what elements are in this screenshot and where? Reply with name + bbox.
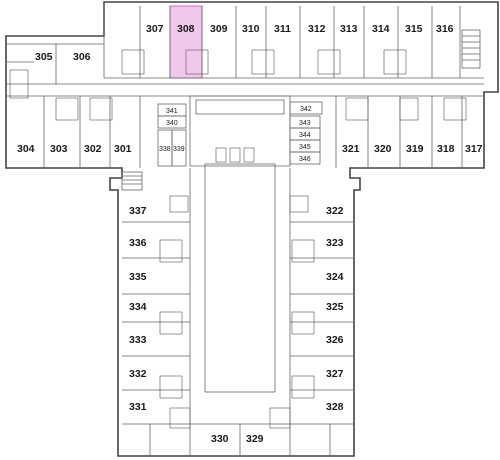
room-label-314[interactable]: 314 [372, 23, 390, 35]
room-label-312[interactable]: 312 [308, 23, 326, 35]
room-label-321[interactable]: 321 [342, 143, 360, 155]
room-label-339[interactable]: 339 [173, 146, 185, 153]
room-label-302[interactable]: 302 [84, 143, 102, 155]
room-label-336[interactable]: 336 [129, 237, 147, 249]
room-label-311[interactable]: 311 [274, 23, 291, 35]
small-room-labels: 341 340 338 339 342 343 344 345 346 [159, 106, 312, 163]
room-label-318[interactable]: 318 [437, 143, 455, 155]
room-label-329[interactable]: 329 [246, 433, 264, 445]
room-label-324[interactable]: 324 [326, 271, 344, 283]
room-label-327[interactable]: 327 [326, 368, 344, 380]
north-lower-walls [43, 96, 463, 168]
central-atrium [189, 95, 291, 393]
room-label-344[interactable]: 344 [299, 132, 311, 139]
room-label-330[interactable]: 330 [211, 433, 229, 445]
room-label-331[interactable]: 331 [129, 401, 147, 413]
room-label-332[interactable]: 332 [129, 368, 147, 380]
room-label-335[interactable]: 335 [129, 271, 147, 283]
room-label-309[interactable]: 309 [210, 23, 228, 35]
room-label-342[interactable]: 342 [300, 106, 312, 113]
room-label-307[interactable]: 307 [146, 23, 164, 35]
south-wing-walls [121, 168, 354, 456]
room-label-325[interactable]: 325 [326, 301, 344, 313]
room-label-313[interactable]: 313 [340, 23, 358, 35]
room-label-316[interactable]: 316 [436, 23, 454, 35]
room-label-341[interactable]: 341 [166, 108, 178, 115]
room-label-310[interactable]: 310 [242, 23, 260, 35]
room-label-338[interactable]: 338 [159, 146, 171, 153]
room-label-333[interactable]: 333 [129, 334, 147, 346]
room-label-334[interactable]: 334 [129, 301, 147, 313]
room-label-305[interactable]: 305 [35, 51, 53, 63]
room-label-315[interactable]: 315 [405, 23, 423, 35]
room-label-317[interactable]: 317 [465, 143, 483, 155]
room-label-322[interactable]: 322 [326, 205, 344, 217]
room-label-308[interactable]: 308 [177, 23, 195, 35]
bathroom-fixtures [9, 49, 467, 429]
room-label-346[interactable]: 346 [299, 156, 311, 163]
room-label-345[interactable]: 345 [299, 144, 311, 151]
room-label-304[interactable]: 304 [17, 143, 35, 155]
room-label-343[interactable]: 343 [299, 120, 311, 127]
room-label-337[interactable]: 337 [129, 205, 147, 217]
room-label-328[interactable]: 328 [326, 401, 344, 413]
room-label-326[interactable]: 326 [326, 334, 344, 346]
top-room-walls [6, 6, 481, 84]
room-label-306[interactable]: 306 [73, 51, 91, 63]
room-label-303[interactable]: 303 [50, 143, 68, 155]
room-label-301[interactable]: 301 [114, 143, 132, 155]
room-label-319[interactable]: 319 [406, 143, 424, 155]
room-label-340[interactable]: 340 [166, 120, 178, 127]
room-label-323[interactable]: 323 [326, 237, 344, 249]
room-label-320[interactable]: 320 [374, 143, 392, 155]
room-labels: 305 306 307 308 309 310 311 312 313 314 … [17, 23, 483, 445]
